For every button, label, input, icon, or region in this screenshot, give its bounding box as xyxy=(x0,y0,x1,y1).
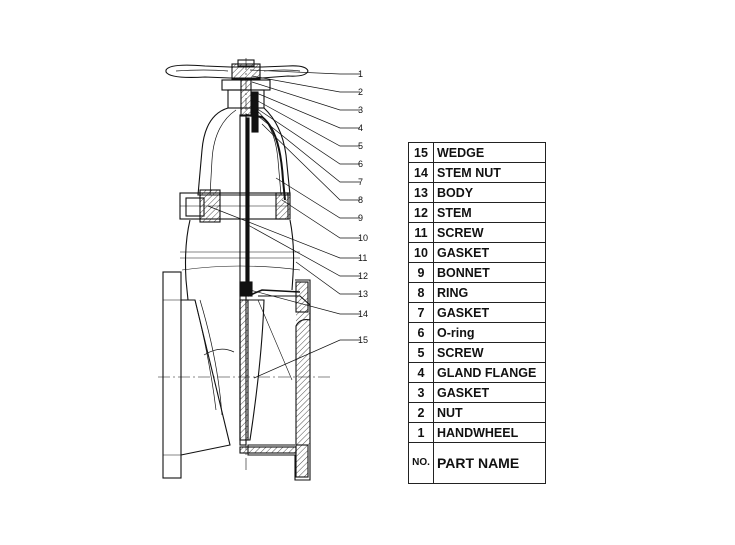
part-number: 14 xyxy=(408,162,434,183)
bonnet-flange xyxy=(179,189,291,223)
part-name: BONNET xyxy=(433,262,546,283)
callout-11: 11 xyxy=(358,253,367,263)
part-name: O-ring xyxy=(433,322,546,343)
part-number: 7 xyxy=(408,302,434,323)
callout-5: 5 xyxy=(358,141,363,151)
callout-8: 8 xyxy=(358,195,363,205)
wedge xyxy=(239,281,293,441)
callout-12: 12 xyxy=(358,271,368,281)
callout-7: 7 xyxy=(358,177,363,187)
left-flange xyxy=(162,271,231,479)
callout-6: 6 xyxy=(358,159,363,169)
callout-14: 14 xyxy=(358,309,368,319)
part-number: 8 xyxy=(408,282,434,303)
part-name: HANDWHEEL xyxy=(433,422,546,443)
callout-3: 3 xyxy=(358,105,363,115)
part-name: GLAND FLANGE xyxy=(433,362,546,383)
part-number: 13 xyxy=(408,182,434,203)
callout-10: 10 xyxy=(358,233,368,243)
callout-15: 15 xyxy=(358,335,368,345)
part-number: 2 xyxy=(408,402,434,423)
handwheel xyxy=(165,59,309,80)
part-number: 6 xyxy=(408,322,434,343)
callout-2: 2 xyxy=(358,87,363,97)
part-number: 9 xyxy=(408,262,434,283)
part-name: BODY xyxy=(433,182,546,203)
part-number: 11 xyxy=(408,222,434,243)
table-header-row: NO.PART NAME xyxy=(408,442,546,484)
part-name: NUT xyxy=(433,402,546,423)
callout-9: 9 xyxy=(358,213,363,223)
part-number: 1 xyxy=(408,422,434,443)
part-number: 4 xyxy=(408,362,434,383)
callout-1: 1 xyxy=(358,69,363,79)
part-number: 10 xyxy=(408,242,434,263)
part-name: GASKET xyxy=(433,382,546,403)
part-number: 15 xyxy=(408,142,434,163)
part-name: WEDGE xyxy=(433,142,546,163)
right-flange xyxy=(239,279,311,481)
valve-outline xyxy=(158,58,360,481)
callout-13: 13 xyxy=(358,289,368,299)
part-name: SCREW xyxy=(433,222,546,243)
part-number: 3 xyxy=(408,382,434,403)
header-part-name: PART NAME xyxy=(433,442,546,484)
gland-area xyxy=(221,79,271,133)
callout-numbers: 1 2 3 4 5 6 7 8 9 10 11 12 13 14 15 xyxy=(358,69,368,345)
part-name: GASKET xyxy=(433,302,546,323)
part-name: RING xyxy=(433,282,546,303)
header-number: NO. xyxy=(408,442,434,484)
body xyxy=(180,219,301,416)
leader-lines xyxy=(207,69,360,379)
part-number: 12 xyxy=(408,202,434,223)
part-name: STEM NUT xyxy=(433,162,546,183)
bonnet xyxy=(197,107,291,201)
callout-4: 4 xyxy=(358,123,363,133)
part-name: SCREW xyxy=(433,342,546,363)
part-number: 5 xyxy=(408,342,434,363)
part-name: STEM xyxy=(433,202,546,223)
part-name: GASKET xyxy=(433,242,546,263)
